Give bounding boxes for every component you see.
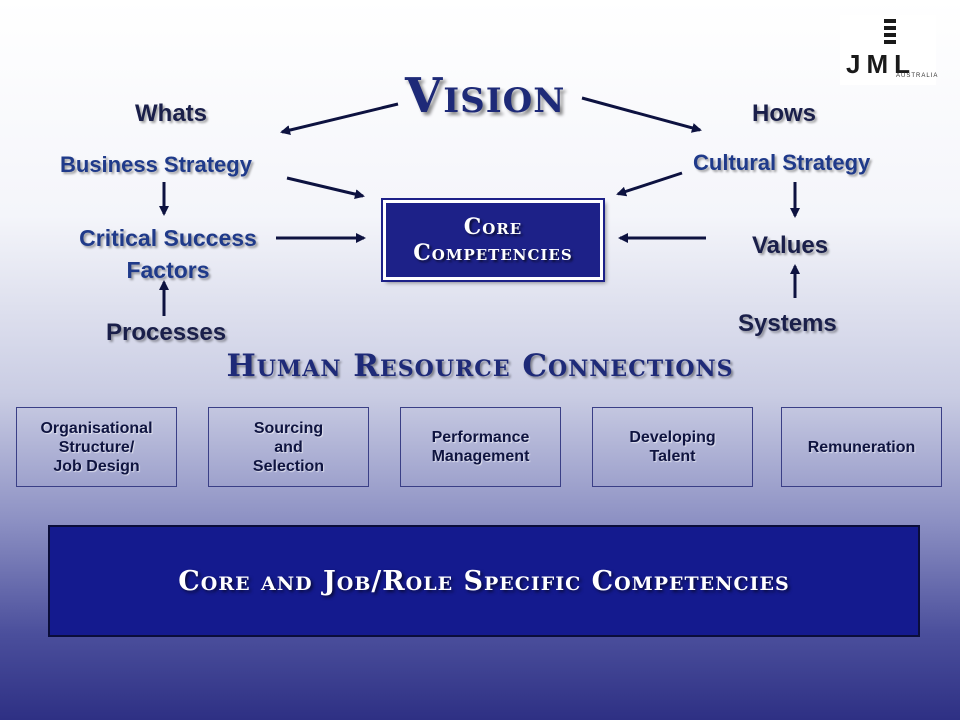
core-competencies-box: Core Competencies (381, 198, 605, 282)
logo-word: JML (846, 49, 916, 79)
core-line2: Competencies (413, 240, 573, 266)
hr-box-remuneration: Remuneration (781, 407, 942, 487)
arrow-cultural-to-core (616, 171, 683, 197)
hows-heading: Hows (752, 100, 817, 127)
arrow-vision-to-hows (581, 96, 702, 133)
vision-title: Vision (405, 68, 566, 124)
logo-sub: AUSTRALIA (896, 73, 939, 79)
jml-logo: JML AUSTRALIA (840, 15, 939, 85)
hr-box-developing: Developing Talent (592, 407, 753, 487)
hr-box-label: Performance Management (431, 429, 530, 465)
arrow-business-to-core (286, 176, 365, 200)
hr-box-label: Remuneration (807, 438, 916, 456)
hr-box-sourcing: Sourcing and Selection (208, 407, 369, 487)
hr-box-performance: Performance Management (400, 407, 561, 487)
systems-label: Systems (738, 310, 837, 337)
processes-label: Processes (106, 319, 227, 346)
values-label: Values (752, 232, 829, 259)
cultural-strategy: Cultural Strategy (693, 150, 871, 175)
hr-box-organisational: Organisational Structure/ Job Design (16, 407, 177, 487)
business-strategy: Business Strategy (60, 152, 252, 177)
core-job-role-label: Core and Job/Role Specific Competencies (178, 565, 790, 597)
critical-success-factors: Critical Success Factors (68, 222, 268, 286)
hr-box-label: Developing Talent (629, 429, 716, 465)
logo-mark-icon (884, 19, 896, 45)
hr-connections-title: Human Resource Connections (226, 348, 734, 384)
whats-heading: Whats (135, 100, 207, 127)
hr-box-label: Organisational Structure/ Job Design (40, 419, 153, 475)
csf-line2: Factors (126, 257, 210, 283)
csf-line1: Critical Success (79, 225, 257, 251)
arrow-vision-to-whats (280, 102, 399, 135)
hr-box-label: Sourcing and Selection (252, 419, 325, 475)
core-line1: Core (463, 214, 523, 240)
core-job-role-box: Core and Job/Role Specific Competencies (48, 525, 920, 637)
